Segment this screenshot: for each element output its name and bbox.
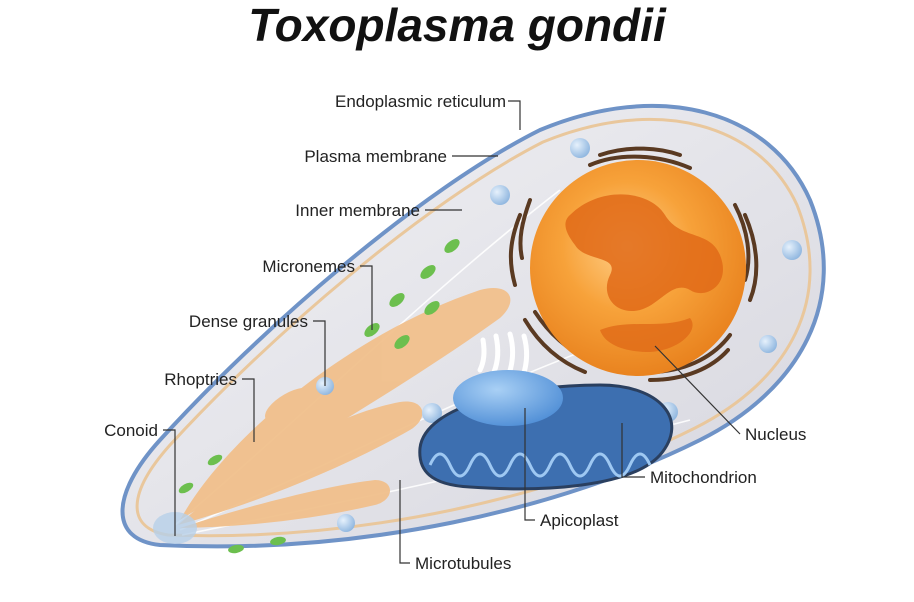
label-nucleus: Nucleus: [745, 425, 806, 444]
label-micronemes: Micronemes: [262, 257, 355, 276]
label-rhoptries: Rhoptries: [164, 370, 237, 389]
label-inner-membrane: Inner membrane: [295, 201, 420, 220]
endoplasmic-reticulum-shape: [508, 146, 759, 382]
label-mitochondrion: Mitochondrion: [650, 468, 757, 487]
label-conoid: Conoid: [104, 421, 158, 440]
micronemes-shape: [178, 239, 460, 554]
mitochondrion-cristae-shape: [428, 452, 652, 478]
label-plasma-membrane: Plasma membrane: [304, 147, 447, 166]
label-apicoplast: Apicoplast: [540, 511, 619, 530]
rhoptries-shape: [178, 288, 511, 528]
apicoplast-shape: [453, 370, 563, 426]
label-endoplasmic-reticulum: Endoplasmic reticulum: [335, 92, 506, 111]
label-dense-granules: Dense granules: [189, 312, 308, 331]
leader-lines: [163, 100, 741, 564]
label-microtubules: Microtubules: [415, 554, 511, 573]
nucleus-chromatin-shape: [565, 194, 723, 312]
diagram-title: Toxoplasma gondii: [248, 0, 666, 51]
